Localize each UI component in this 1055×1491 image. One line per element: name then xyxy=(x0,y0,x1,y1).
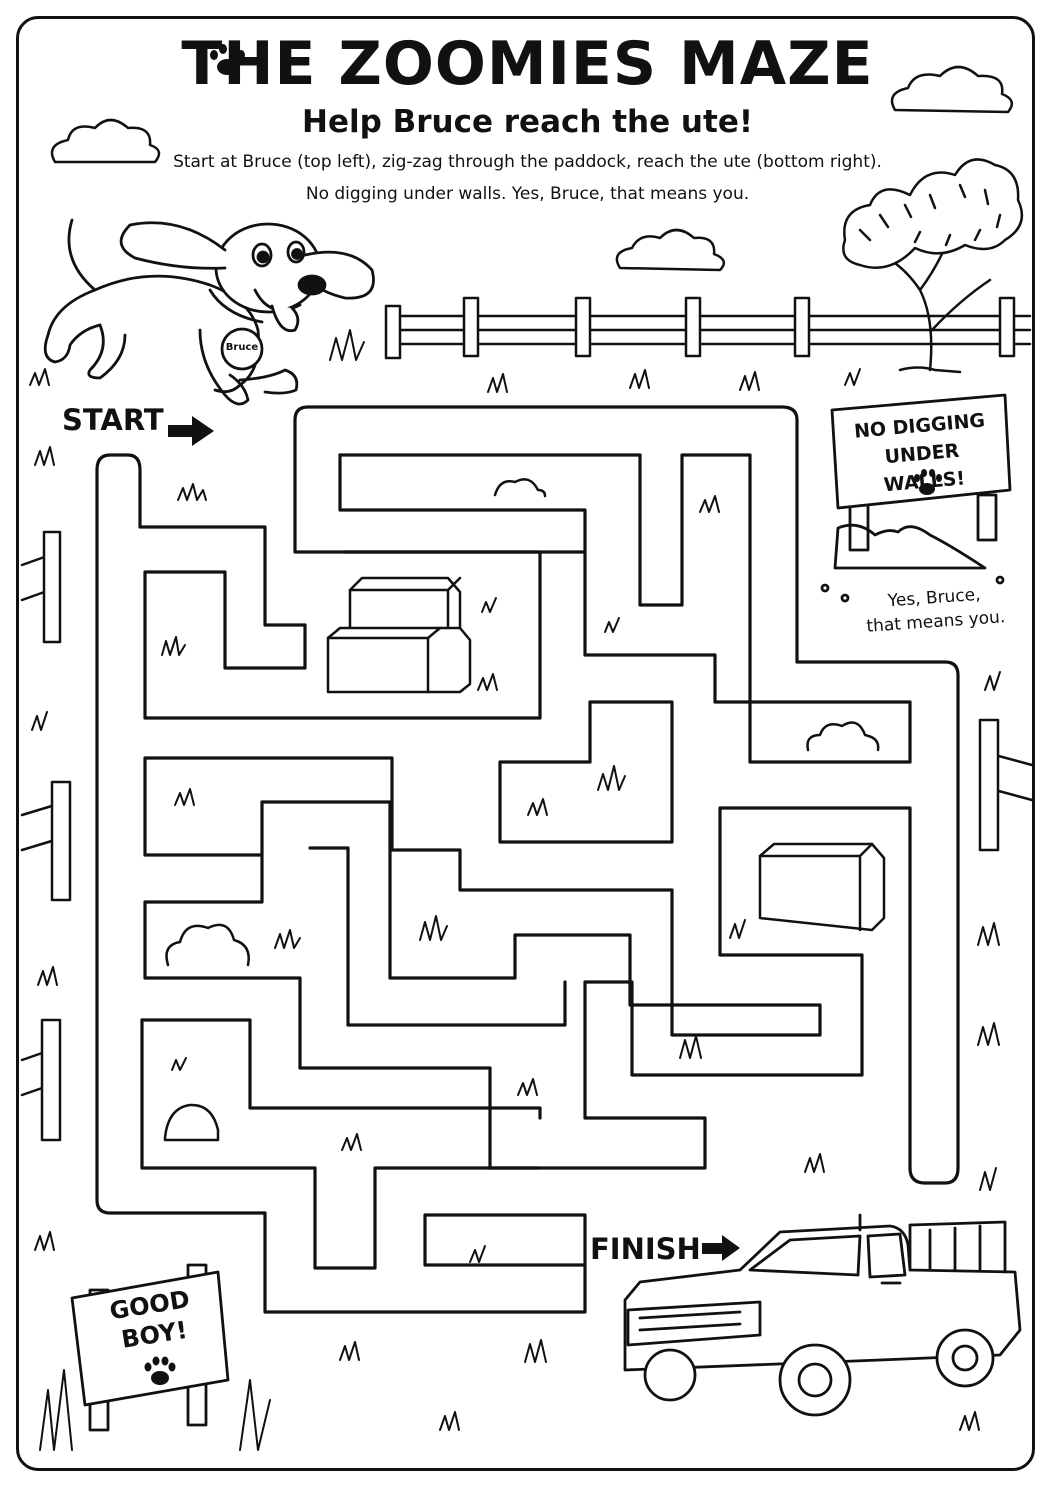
hay-bale-icon xyxy=(326,576,472,694)
start-label: START xyxy=(62,403,164,437)
hay-bale-icon xyxy=(758,842,886,932)
fence-icon xyxy=(20,530,72,1142)
rock-icon xyxy=(163,1103,220,1142)
ute-icon xyxy=(623,1213,1022,1417)
fence-icon xyxy=(384,296,1032,360)
paw-icon xyxy=(210,44,245,75)
cloud-icon xyxy=(50,118,161,164)
arrow-right-icon xyxy=(168,416,214,446)
grass-icon xyxy=(29,329,1001,1451)
fence-icon xyxy=(978,718,1034,852)
arrow-right-icon xyxy=(702,1235,740,1261)
page-subtitle: Help Bruce reach the ute! xyxy=(302,104,753,140)
cloud-icon xyxy=(890,65,1014,114)
tree-icon xyxy=(842,158,1024,374)
instructions-line-2: No digging under walls. Yes, Bruce, that… xyxy=(305,184,750,204)
page-title: THE ZOOMIES MAZE xyxy=(181,29,874,99)
maze[interactable] xyxy=(95,405,960,1314)
no-digging-sign-text: NO DIGGING UNDER WALLS! xyxy=(839,405,1006,503)
collar-tag: Bruce xyxy=(225,342,259,353)
bush-icon xyxy=(165,478,880,967)
finish-label: FINISH xyxy=(590,1232,701,1266)
cloud-icon xyxy=(615,228,726,272)
instructions-line-1: Start at Bruce (top left), zig-zag throu… xyxy=(173,152,882,172)
no-digging-sign xyxy=(820,393,1012,603)
dog-icon xyxy=(43,218,375,406)
good-boy-sign xyxy=(70,1263,230,1432)
